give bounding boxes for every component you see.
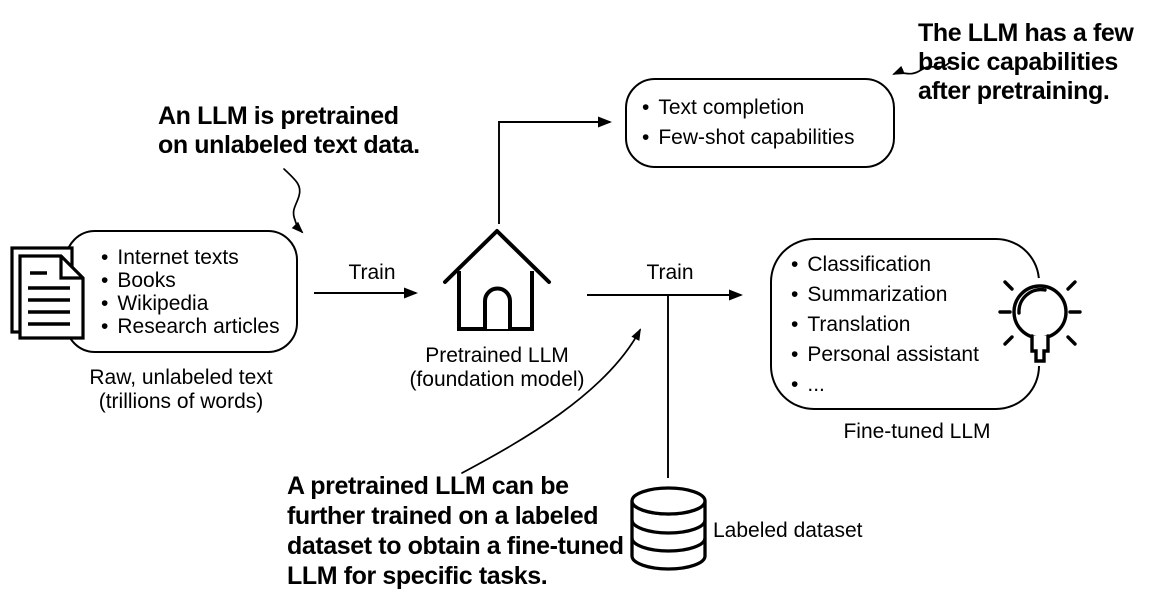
pretrained-model-caption: Pretrained LLM (foundation model): [372, 344, 622, 392]
note-line: dataset to obtain a fine-tuned: [287, 532, 624, 560]
pretraining-note-arrow: [283, 168, 304, 234]
train-label-left: Train: [348, 261, 396, 284]
finetuned-tasks-list: Classification Summarization Translation…: [772, 240, 1038, 400]
list-item: Research articles: [101, 315, 296, 338]
note-line: A pretrained LLM can be: [287, 472, 569, 500]
note-line: The LLM has a few: [918, 19, 1134, 47]
cylinder-body: [630, 500, 707, 571]
note-line: An LLM is pretrained: [158, 102, 399, 130]
note-line: further trained on a labeled: [287, 502, 599, 530]
pretraining-note: An LLM is pretrained on unlabeled text d…: [158, 102, 420, 160]
list-item: ...: [791, 370, 1038, 400]
pretrained-capabilities-box: Text completion Few-shot capabilities: [625, 78, 895, 168]
raw-text-sources-box: Internet texts Books Wikipedia Research …: [65, 230, 298, 353]
note-line: LLM for specific tasks.: [287, 562, 548, 590]
raw-text-sources-list: Internet texts Books Wikipedia Research …: [67, 232, 296, 338]
list-item: Personal assistant: [791, 340, 1038, 370]
finetuned-tasks-box: Classification Summarization Translation…: [770, 238, 1040, 410]
list-item: Few-shot capabilities: [642, 123, 893, 153]
cylinder-band: [630, 537, 707, 553]
list-item: Internet texts: [101, 246, 296, 269]
caption-line: Pretrained LLM: [425, 344, 569, 367]
cylinder-top: [630, 486, 707, 516]
list-item: Summarization: [791, 280, 1038, 310]
cylinder-band: [630, 519, 707, 535]
back-page: [10, 246, 74, 334]
house-roof: [443, 229, 551, 284]
list-item: Classification: [791, 250, 1038, 280]
note-line: after pretraining.: [918, 77, 1110, 105]
caption-line: (foundation model): [409, 368, 585, 391]
text-lines: [28, 271, 70, 326]
house-icon: [443, 229, 551, 331]
labeled-dataset-label: Labeled dataset: [713, 519, 863, 542]
caption-line: (trillions of words): [98, 390, 264, 413]
list-item: Wikipedia: [101, 292, 296, 315]
note-line: basic capabilities: [918, 48, 1118, 76]
list-item: Text completion: [642, 93, 893, 123]
train-label-right: Train: [646, 261, 694, 284]
pretrained-to-capabilities-arrow: [498, 116, 612, 224]
capabilities-note: The LLM has a few basic capabilities aft…: [918, 19, 1134, 106]
raw-text-caption: Raw, unlabeled text (trillions of words): [56, 366, 306, 414]
house-walls: [457, 271, 534, 331]
note-line: on unlabeled text data.: [158, 131, 420, 159]
database-icon: [630, 486, 707, 571]
caption-line: Raw, unlabeled text: [89, 366, 273, 389]
house-door: [483, 286, 512, 329]
pretrained-capabilities-list: Text completion Few-shot capabilities: [627, 80, 893, 153]
finetuned-caption: Fine-tuned LLM: [843, 420, 991, 443]
list-item: Translation: [791, 310, 1038, 340]
finetuning-note: A pretrained LLM can be further trained …: [287, 471, 624, 591]
list-item: Books: [101, 269, 296, 292]
